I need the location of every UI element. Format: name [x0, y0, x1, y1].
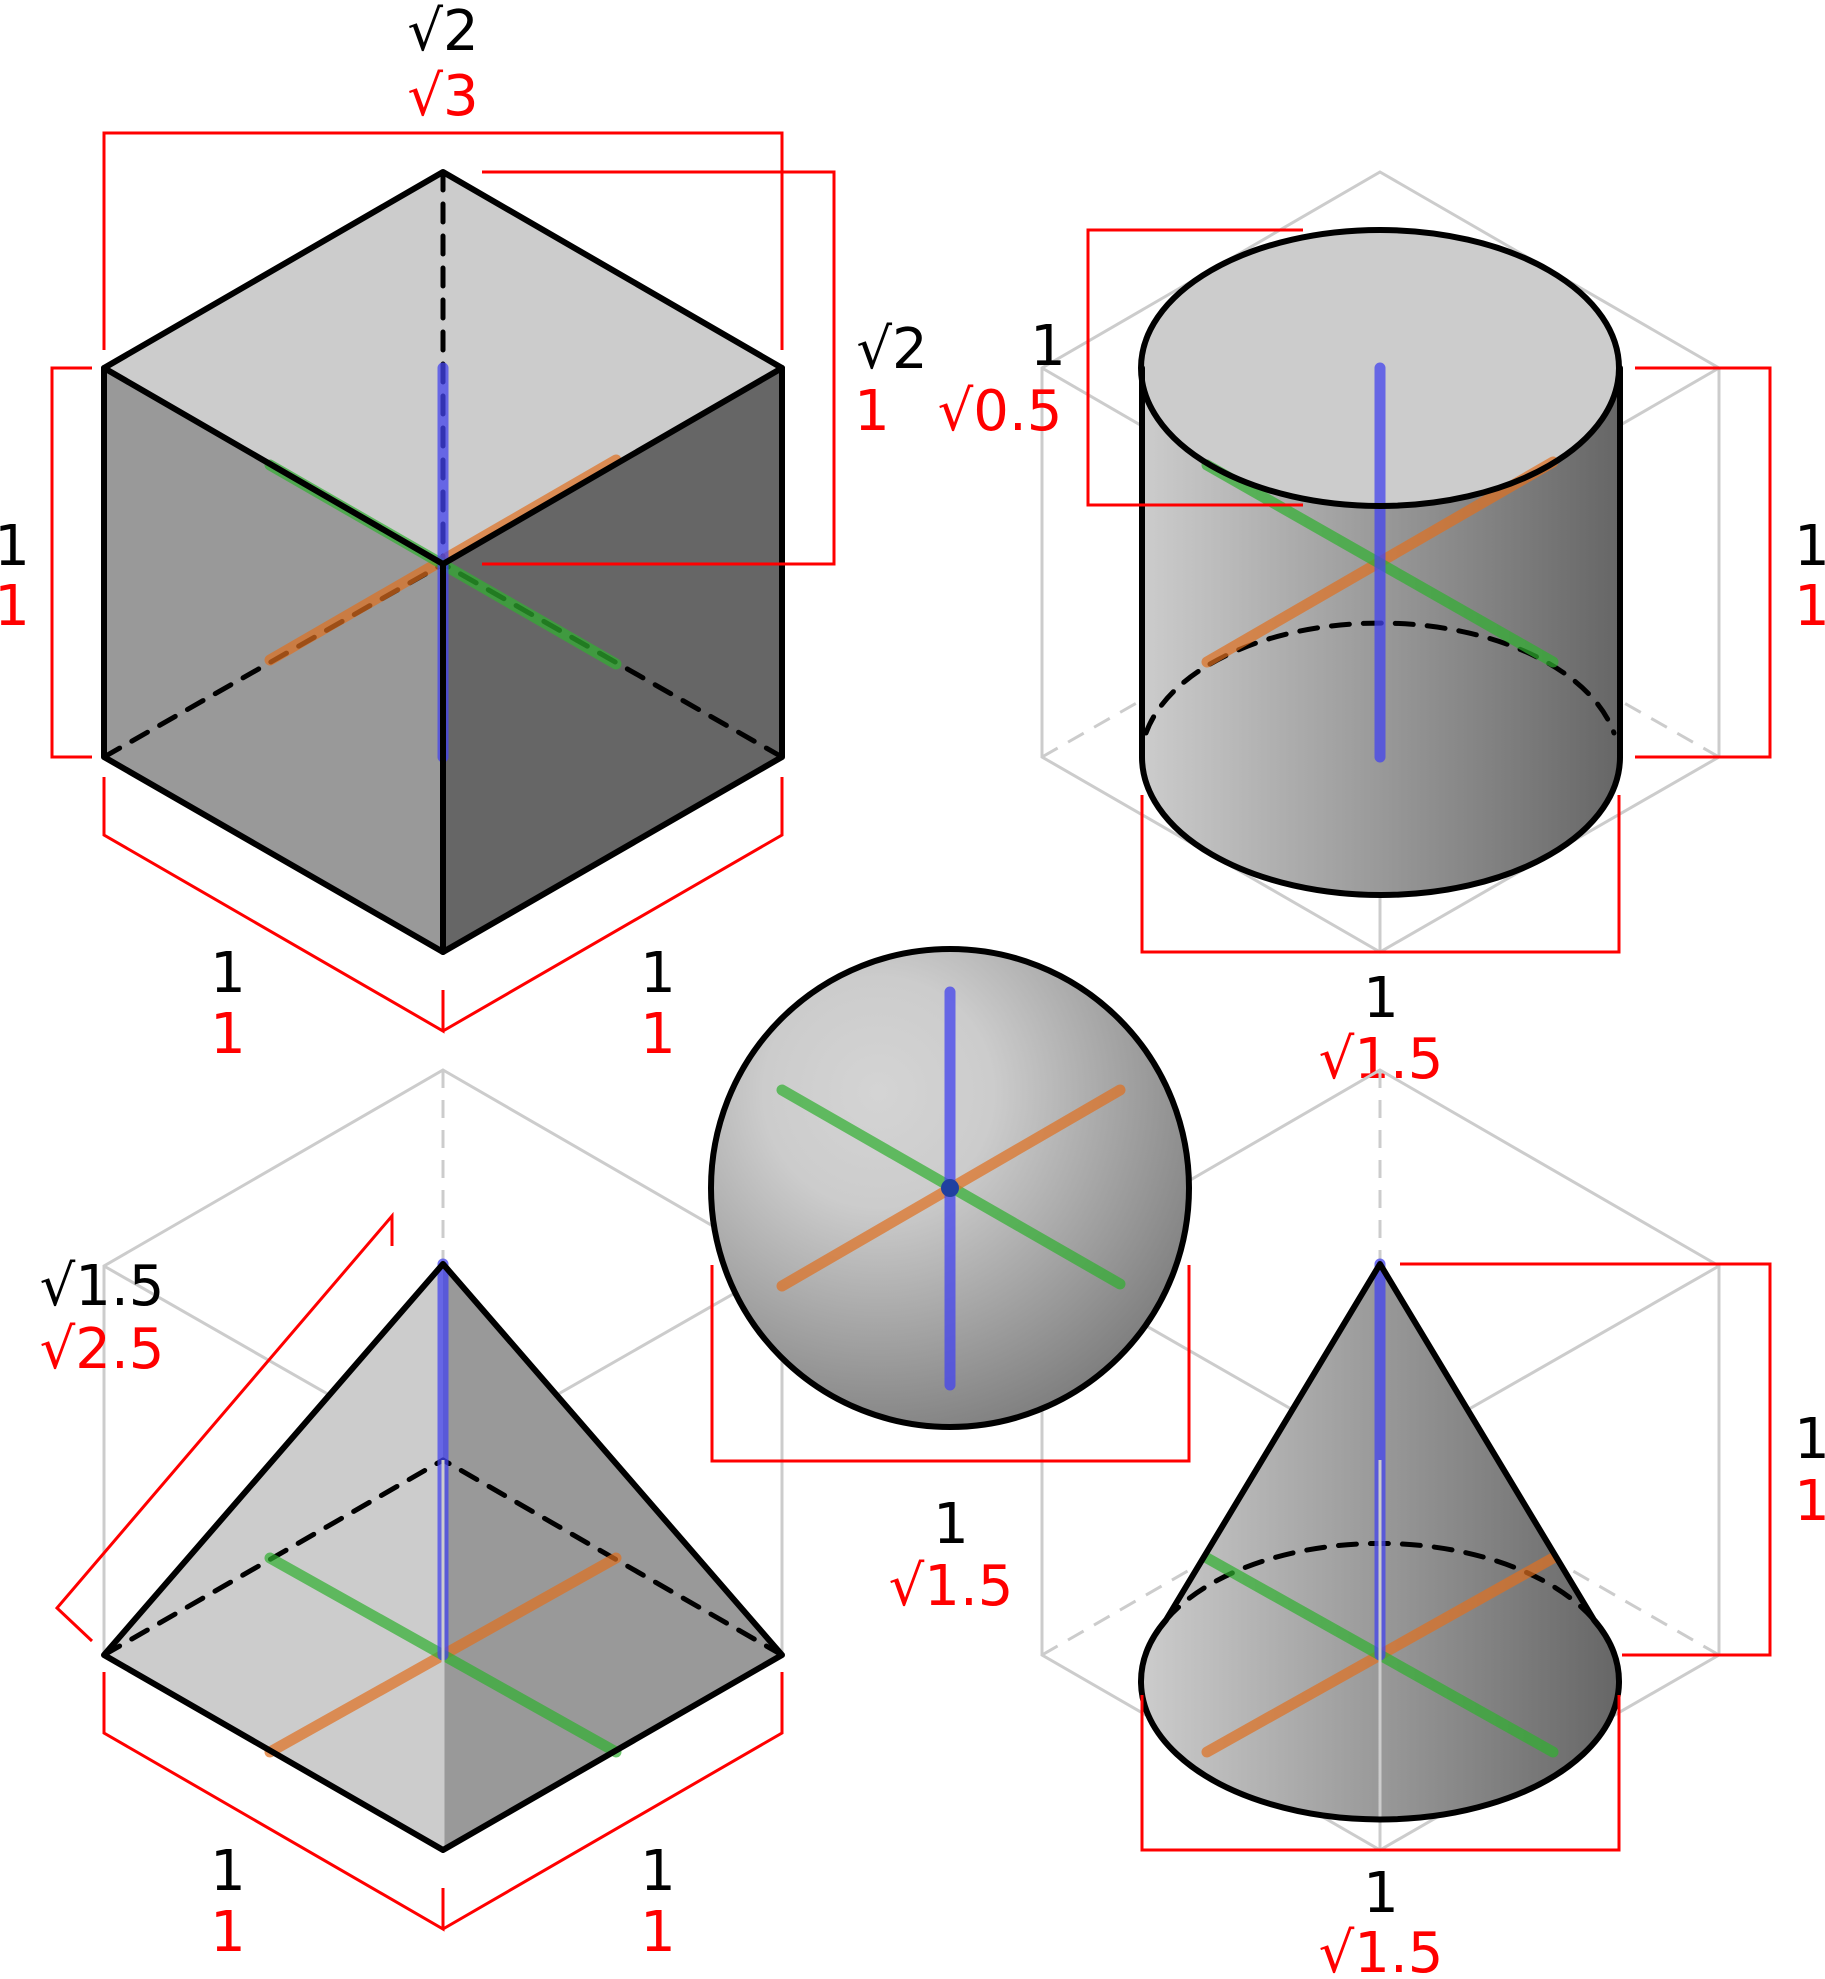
- pyramid-slant-label-projected: √1.5: [40, 1254, 165, 1319]
- sphere-shape: [708, 946, 1192, 1463]
- sphere-bottom-label-true: √1.5: [889, 1554, 1014, 1619]
- cone-bottom-dimension: [1140, 1695, 1621, 1852]
- pyramid-bottom-left-dimension: [102, 1672, 445, 1932]
- cube-bottom-right-dimension: [442, 777, 784, 1033]
- cone-right-label-true: 1: [1794, 1469, 1825, 1534]
- cube-left-dimension: [50, 366, 92, 759]
- cube-top-dimension: [102, 131, 784, 350]
- cone-bottom-label-projected: 1: [1363, 1861, 1399, 1926]
- cube-bottom-left-dimension: [102, 777, 445, 1034]
- cube-bottom-right-label-projected: 1: [640, 941, 676, 1006]
- pyramid-bottom-right-label-true: 1: [640, 1900, 676, 1965]
- cylinder-top-dimension: [1086, 228, 1303, 507]
- pyramid-bottom-left-label-true: 1: [210, 1900, 246, 1965]
- cylinder-right-label-true: 1: [1794, 574, 1825, 639]
- cube-left-label-true: 1: [0, 574, 30, 639]
- cylinder-right-dimension: [1635, 366, 1772, 759]
- cube-top-label-true: √3: [407, 64, 478, 129]
- cone-right-label-projected: 1: [1794, 1407, 1825, 1472]
- cube-shape: [50, 131, 836, 1034]
- sphere-bottom-label-projected: 1: [933, 1492, 969, 1557]
- cube-left-label-projected: 1: [0, 514, 30, 579]
- cube-top-label-projected: √2: [407, 0, 478, 64]
- cylinder-bottom-label-projected: 1: [1363, 966, 1399, 1031]
- cone-shape: [1040, 1068, 1772, 1852]
- cylinder-top-label-true: √0.5: [938, 379, 1063, 444]
- cube-right-dimension: [482, 170, 836, 566]
- cone-bottom-label-true: √1.5: [1319, 1921, 1444, 1979]
- cylinder-bottom-dimension: [1140, 795, 1621, 954]
- cube-bottom-left-label-projected: 1: [210, 941, 246, 1006]
- cylinder-shape: [1040, 170, 1772, 954]
- cube-bottom-right-label-true: 1: [640, 1002, 676, 1067]
- cube-right-label-projected: √2: [856, 317, 927, 382]
- cube-bottom-left-label-true: 1: [210, 1002, 246, 1067]
- cylinder-top-label-projected: 1: [1030, 314, 1066, 379]
- pyramid-slant-dimension: [54, 1211, 394, 1643]
- pyramid-bottom-right-label-projected: 1: [640, 1839, 676, 1904]
- sphere-bottom-dimension: [710, 1265, 1191, 1463]
- cylinder-right-label-projected: 1: [1794, 514, 1825, 579]
- pyramid-slant-label-true: √2.5: [40, 1317, 165, 1382]
- cube-right-label-true: 1: [854, 379, 890, 444]
- pyramid-bottom-right-dimension: [442, 1672, 784, 1931]
- pyramid-shape: [54, 1068, 785, 1932]
- pyramid-bottom-left-label-projected: 1: [210, 1839, 246, 1904]
- cone-right-dimension: [1400, 1262, 1772, 1657]
